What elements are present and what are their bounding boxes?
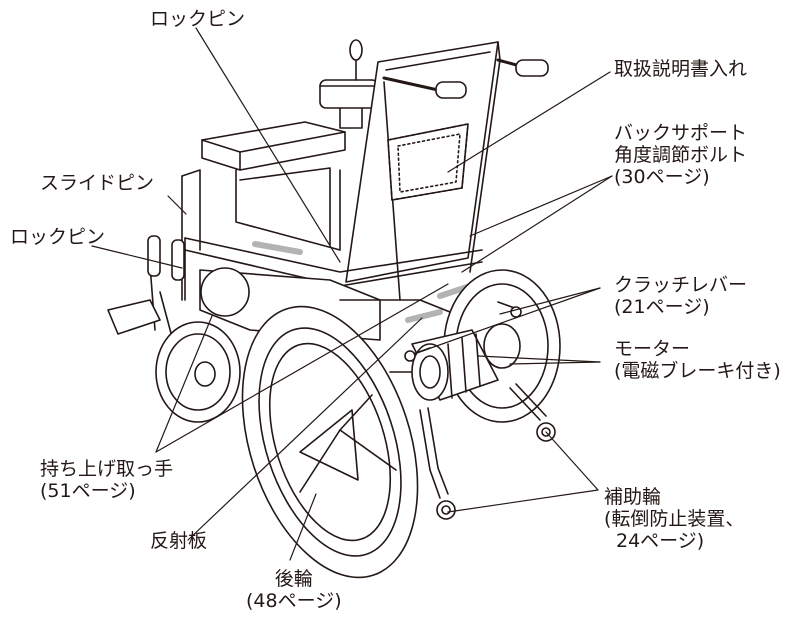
leader-lines (91, 27, 613, 561)
label-motor: モーター (電磁ブレーキ付き) (614, 338, 781, 382)
label-manual-pocket: 取扱説明書入れ (614, 58, 748, 80)
label-rear-wheel-line-1: 後輪 (274, 568, 313, 590)
label-anti-tip-wheel: 補助輪 (転倒防止装置、 24ページ) (604, 486, 744, 552)
rear-wheel (241, 305, 419, 579)
front-caster (155, 321, 241, 423)
label-rear-wheel-line-2: (48ページ) (246, 590, 342, 612)
label-motor-line-1: モーター (614, 338, 691, 360)
label-carry-handle: 持ち上げ取っ手 (51ページ) (40, 458, 173, 502)
joystick-controller (319, 39, 379, 129)
label-motor-line-2: (電磁ブレーキ付き) (614, 360, 781, 382)
label-lock-pin-left: ロックピン (10, 226, 106, 248)
label-clutch-line-2: (21ページ) (614, 296, 710, 318)
manual-pocket (387, 123, 469, 201)
label-rear-wheel: 後輪 (48ページ) (246, 568, 342, 612)
label-lock-pin-top: ロックピン (150, 8, 246, 30)
label-handle-line-1: 持ち上げ取っ手 (40, 458, 174, 480)
label-backsupport-bolt: バックサポート 角度調節ボルト (30ページ) (614, 122, 747, 188)
label-aux-line-1: 補助輪 (604, 486, 662, 508)
label-slide-pin: スライドピン (40, 172, 155, 194)
label-reflector: 反射板 (150, 530, 208, 552)
anti-tip-wheels (419, 383, 556, 520)
label-backsupport-line-2: 角度調節ボルト (614, 144, 748, 166)
label-clutch-line-1: クラッチレバー (614, 274, 748, 296)
label-handle-line-2: (51ページ) (40, 480, 136, 502)
label-backsupport-line-1: バックサポート (614, 122, 748, 144)
armrest (201, 121, 346, 251)
label-aux-line-2: (転倒防止装置、 (604, 508, 745, 530)
push-handles (382, 58, 549, 99)
footrest (107, 235, 185, 353)
label-aux-line-3: 24ページ) (616, 530, 705, 552)
label-backsupport-line-3: (30ページ) (614, 166, 710, 188)
label-clutch-lever: クラッチレバー (21ページ) (614, 274, 747, 318)
